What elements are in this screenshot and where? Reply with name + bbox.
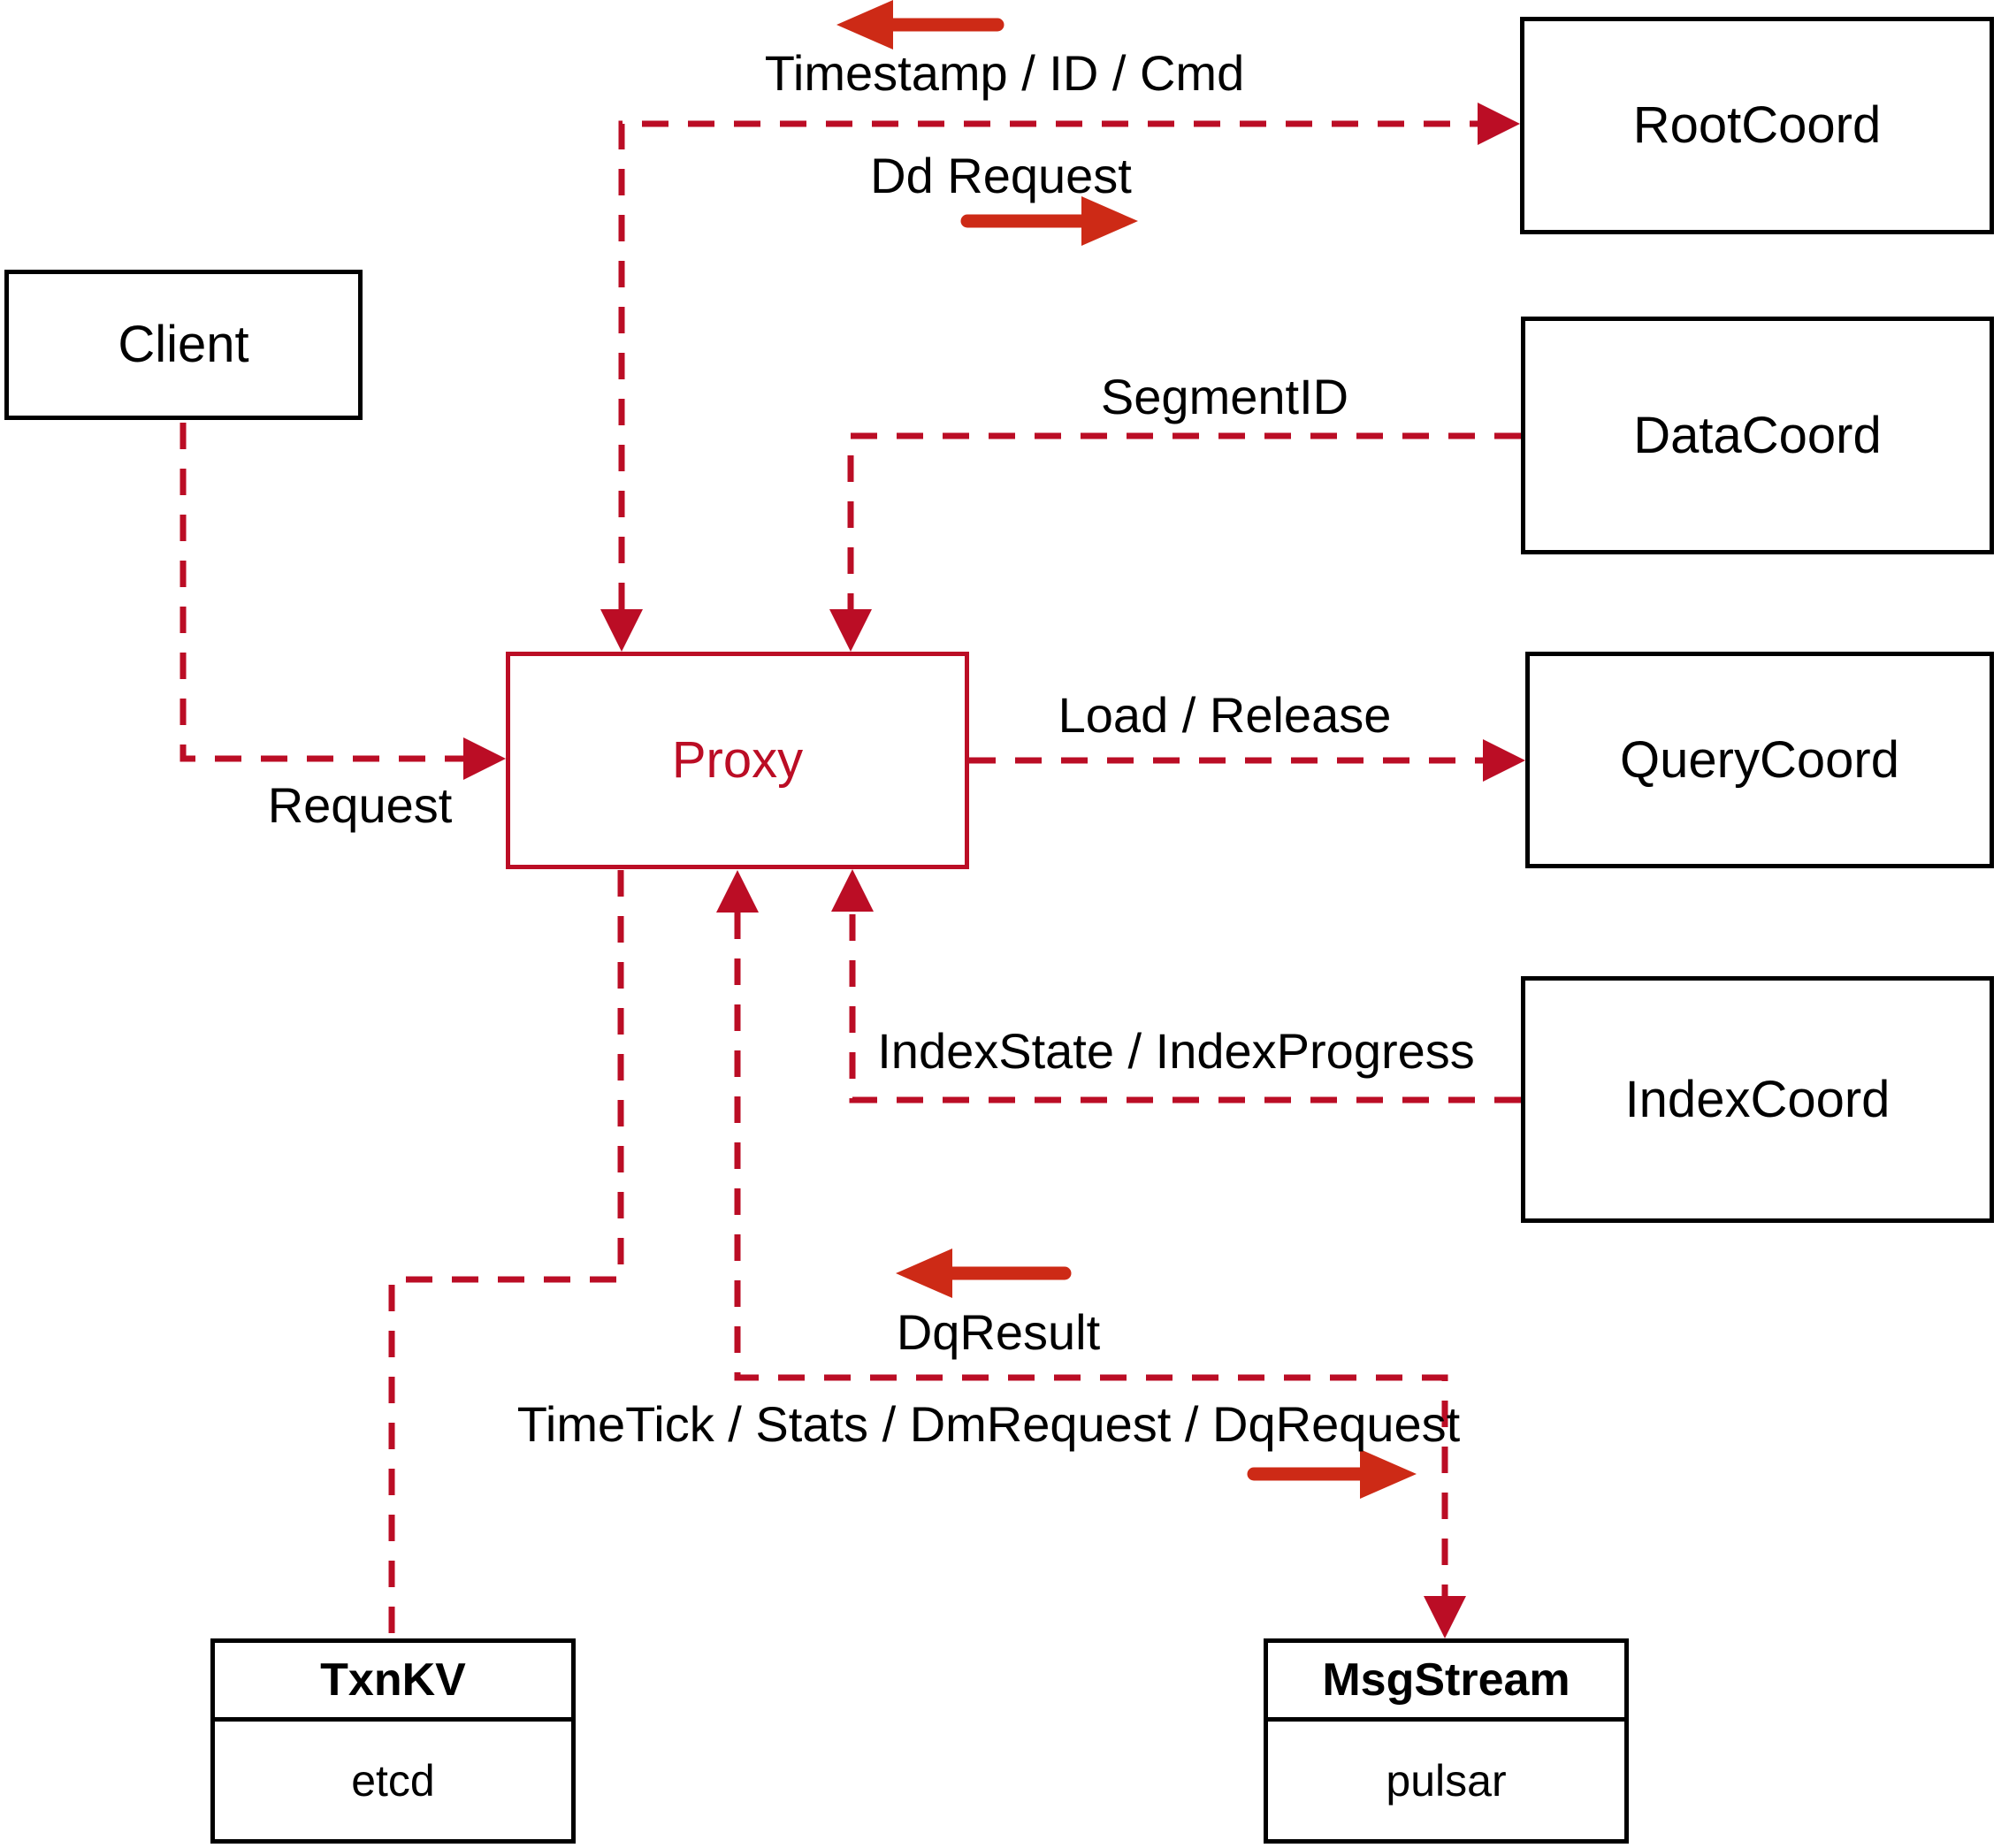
node-rootcoord: RootCoord xyxy=(1520,17,1994,234)
node-txnkv-subtitle: etcd xyxy=(351,1755,435,1806)
flow-arrow-left-dq-result xyxy=(896,1249,1072,1298)
node-msgstream-subtitle: pulsar xyxy=(1386,1755,1507,1806)
edge-label-load-release: Load / Release xyxy=(1058,687,1392,743)
edge-label-request: Request xyxy=(267,777,453,833)
node-rootcoord-label: RootCoord xyxy=(1632,96,1882,154)
node-client: Client xyxy=(4,270,363,420)
node-client-label: Client xyxy=(118,316,249,373)
edge-label-time-tick: TimeTick / Stats / DmRequest / DqRequest xyxy=(516,1396,1461,1452)
node-proxy: Proxy xyxy=(506,652,969,869)
edge-proxy-msgstream xyxy=(734,913,1448,1596)
arrowhead-down-icon xyxy=(829,609,872,652)
node-indexcoord: IndexCoord xyxy=(1521,976,1994,1223)
node-proxy-label: Proxy xyxy=(671,731,804,789)
edge-proxy-rootcoord xyxy=(618,120,1478,609)
edge-label-index-state: IndexState / IndexProgress xyxy=(877,1023,1475,1079)
edge-label-segment-id: SegmentID xyxy=(1100,369,1349,424)
arrowhead-down-icon xyxy=(600,609,643,652)
edge-label-dd-request: Dd Request xyxy=(870,148,1132,203)
edge-indexcoord-proxy xyxy=(849,912,1521,1103)
node-datacoord: DataCoord xyxy=(1521,317,1994,554)
edge-client-proxy xyxy=(180,423,463,762)
edge-label-timestamp: Timestamp / ID / Cmd xyxy=(764,45,1245,101)
node-txnkv-title: TxnKV xyxy=(215,1643,571,1722)
flow-arrow-right-dd-request xyxy=(960,196,1138,246)
edge-proxy-txnkv xyxy=(388,870,624,1638)
node-indexcoord-label: IndexCoord xyxy=(1624,1070,1891,1128)
flow-arrow-left-timestamp xyxy=(836,0,1004,50)
arrowhead-down-icon xyxy=(1424,1596,1466,1638)
flow-arrow-right-time-tick xyxy=(1247,1449,1417,1499)
node-msgstream-title: MsgStream xyxy=(1268,1643,1624,1722)
node-querycoord-label: QueryCoord xyxy=(1620,730,1899,789)
node-querycoord: QueryCoord xyxy=(1525,652,1994,868)
arrowhead-right-icon xyxy=(1483,739,1525,782)
node-datacoord-label: DataCoord xyxy=(1633,406,1882,464)
arrowhead-right-icon xyxy=(463,737,506,780)
edge-label-dq-result: DqResult xyxy=(896,1304,1101,1360)
node-msgstream: MsgStream pulsar xyxy=(1264,1638,1629,1844)
node-txnkv: TxnKV etcd xyxy=(210,1638,576,1844)
arrowhead-up-icon xyxy=(831,869,874,912)
arrowhead-right-icon xyxy=(1478,103,1520,145)
arrowhead-up-icon xyxy=(716,870,759,913)
edge-datacoord-proxy xyxy=(847,432,1521,609)
